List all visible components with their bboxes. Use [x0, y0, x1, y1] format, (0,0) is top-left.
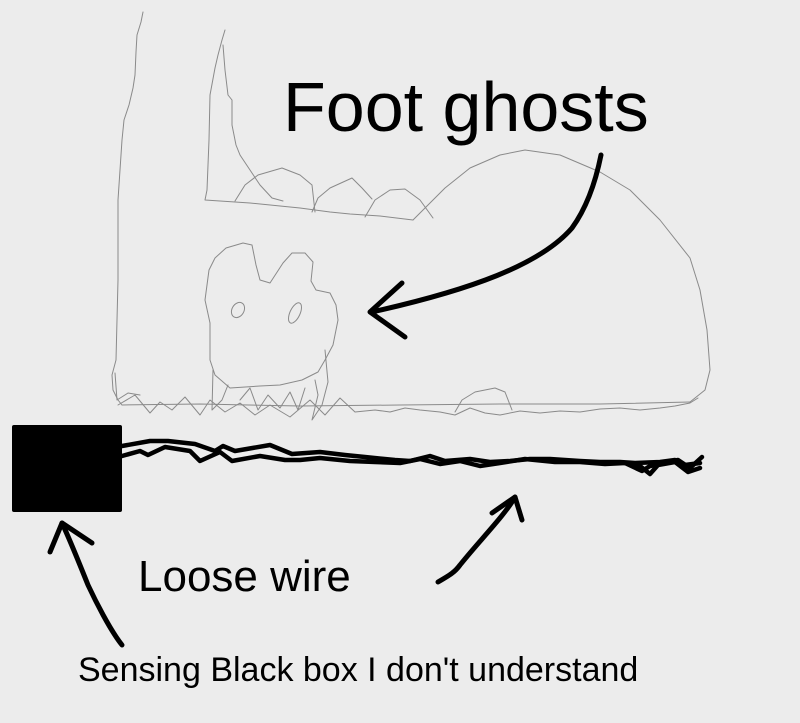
arrow-loose-wire: [435, 494, 525, 585]
foot-sketch: [111, 11, 711, 418]
arrow-black-box: [47, 520, 125, 648]
title-foot-ghosts: Foot ghosts: [283, 68, 649, 146]
ghost-sketch: [204, 242, 339, 421]
label-loose-wire: Loose wire: [138, 552, 351, 601]
label-black-box: Sensing Black box I don't understand: [78, 651, 639, 689]
loose-wire: [119, 438, 705, 477]
arrow-foot-ghosts: [367, 152, 604, 340]
black-box: [12, 425, 122, 512]
